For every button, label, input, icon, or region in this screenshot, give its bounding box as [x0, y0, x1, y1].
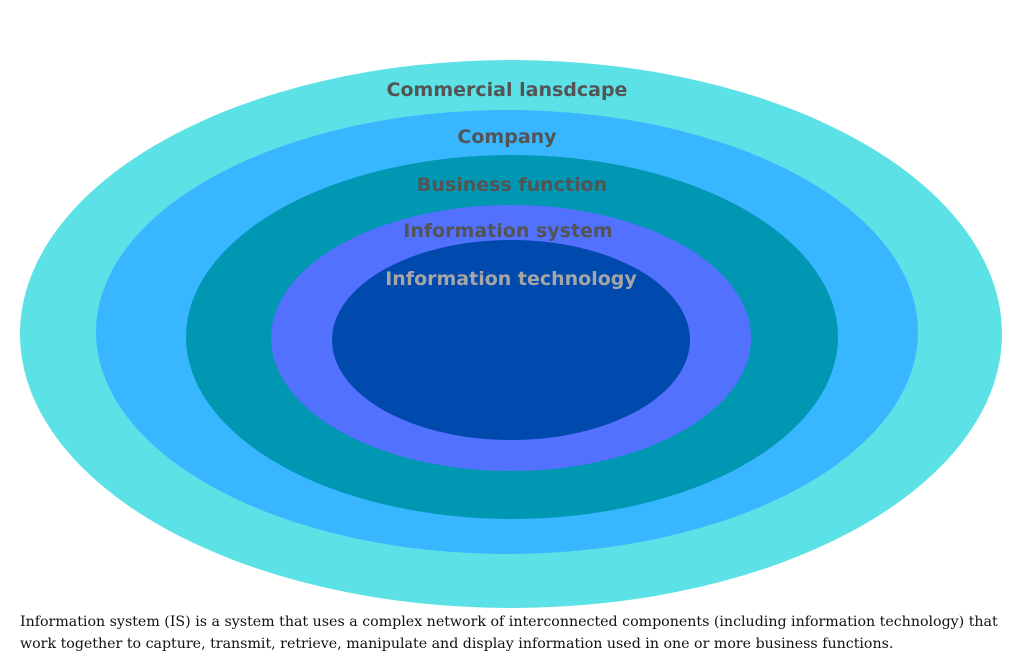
layer-label-information-technology: Information technology — [385, 268, 637, 290]
nested-layers-diagram: Commercial lansdcape Company Business fu… — [20, 60, 1002, 608]
layer-label-business-function: Business function — [417, 174, 607, 196]
diagram-caption: Information system (IS) is a system that… — [20, 614, 998, 652]
layer-information-technology — [332, 240, 690, 440]
layer-label-company: Company — [457, 126, 557, 148]
layer-label-information-system: Information system — [403, 220, 612, 242]
layer-ellipse-information-technology — [332, 240, 690, 440]
layer-label-commercial-landscape: Commercial lansdcape — [387, 79, 628, 101]
